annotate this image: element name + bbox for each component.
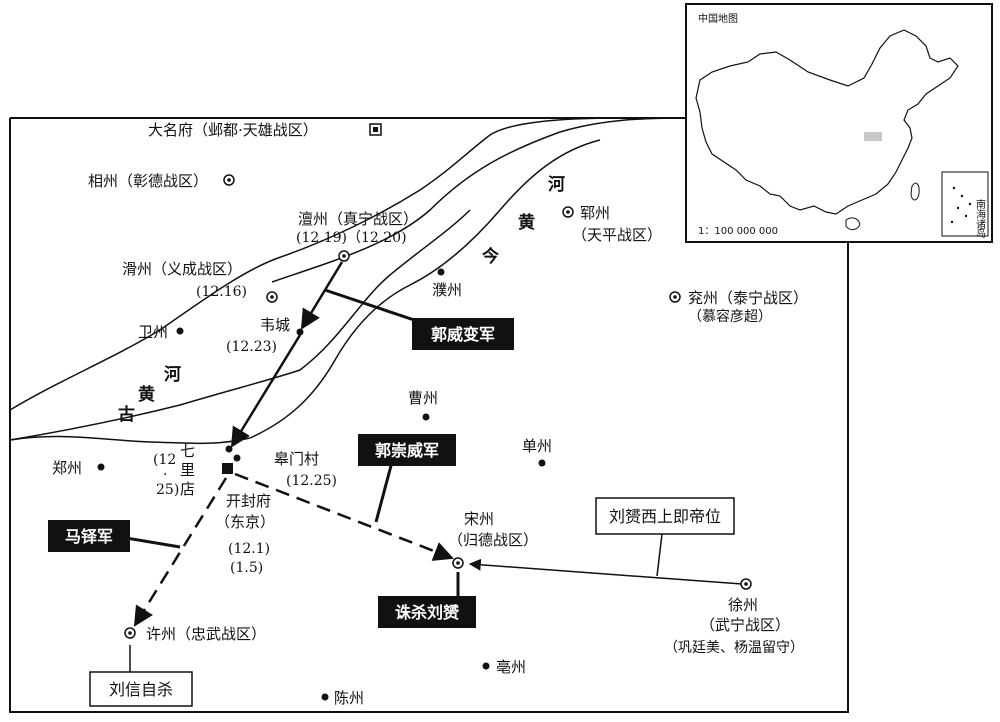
river-channel-west (9, 435, 251, 445)
label-yanzhou-person: （慕容彦超） (688, 308, 772, 325)
svg-text:郭威变军: 郭威变军 (431, 325, 495, 344)
label-puzhou: 濮州 (432, 281, 462, 299)
highlight-region (864, 132, 882, 141)
label-bozhou: 亳州 (496, 658, 526, 676)
label-kaifeng-alt: （东京） (215, 513, 275, 531)
callout-guochongwei: 郭崇威军 (358, 434, 456, 466)
label-chenzhou: 陈州 (334, 689, 364, 707)
dot-chenzhou (321, 693, 329, 701)
label-huazhou: 滑州（义成战区） (122, 260, 242, 278)
label-qilidian-3: 店 (180, 480, 195, 498)
connector-guochongwei (374, 461, 394, 523)
river-label-jin-2: 黄 (518, 212, 535, 233)
svg-text:诛杀刘赟: 诛杀刘赟 (395, 603, 459, 622)
label-kaifeng: 开封府 (226, 492, 271, 510)
route-kaifeng-songzhou (234, 472, 454, 561)
south-sea-label-1: 南 (976, 198, 986, 211)
svg-text:郭崇威军: 郭崇威军 (375, 441, 439, 460)
label-huazhou-date: (12.16) (196, 284, 247, 300)
present-yellow-river-bank-south (271, 117, 686, 283)
label-yanzhou: 兖州（泰宁战区） (688, 289, 808, 307)
dot-shanzhou (538, 459, 546, 467)
callout-zhusha: 诛杀刘赟 (378, 596, 476, 628)
south-sea-label-4: 岛 (976, 227, 986, 240)
label-kaifeng-d2: (1.5) (230, 560, 263, 576)
label-qilidian-1: 七 (180, 442, 195, 460)
label-songzhou-zone: （归德战区） (448, 531, 538, 549)
callout-liuyun: 刘赟西上即帝位 (595, 497, 735, 535)
label-xuzhou: 徐州 (728, 596, 758, 614)
dot-bozhou (482, 662, 490, 670)
connector-liuyun (656, 533, 663, 577)
river-label-gu-3: 河 (164, 365, 181, 385)
svg-text:刘信自杀: 刘信自杀 (109, 680, 173, 699)
dot-gaomen (233, 454, 241, 462)
river-channel-east (249, 139, 601, 439)
label-qilidian-2: 里 (180, 461, 195, 479)
label-shanzhou: 单州 (522, 437, 552, 455)
label-qilidian-d3: 25) (156, 482, 179, 498)
dot-qilidian (225, 445, 233, 453)
label-chanzhou-dates: (12.19)（12.20) (296, 230, 407, 246)
label-yunzhou-zone: （天平战区） (572, 226, 662, 244)
label-caozhou: 曹州 (408, 389, 438, 407)
river-label-jin-1: 河 (548, 175, 565, 195)
taiwan-outline (910, 182, 920, 201)
city-markers (97, 123, 752, 701)
south-sea-label-3: 诸 (976, 219, 986, 231)
inset-map: 中国地图 南 海 诸 岛 1：100 000 000 (685, 3, 993, 243)
label-daming: 大名府（邺都·天雄战区） (148, 121, 318, 139)
river-label-gu-1: 古 (118, 404, 135, 425)
marker-kaifeng (222, 463, 233, 474)
china-outline (695, 29, 959, 215)
dot-zhengzhou (97, 463, 105, 471)
dot-caozhou (422, 413, 430, 421)
south-sea-box (941, 171, 989, 237)
route-chanzhou-weicheng (300, 261, 344, 330)
river-label-gu-2: 黄 (138, 384, 155, 405)
label-chanzhou: 澶州（真宁战区） (298, 210, 418, 228)
present-yellow-river-bank-north (277, 117, 685, 259)
label-songzhou: 宋州 (464, 510, 494, 528)
ancient-yellow-river-bank-south (9, 209, 471, 441)
label-zhengzhou: 郑州 (52, 459, 82, 477)
ancient-yellow-river-bank-north (9, 257, 279, 411)
label-xiangzhou: 相州（彰德战区） (88, 172, 208, 190)
inset-scale: 1：100 000 000 (698, 226, 778, 237)
river-label-jin-3: 今 (482, 246, 499, 267)
callout-guowei: 郭威变军 (412, 318, 514, 350)
callout-maduo: 马铎军 (48, 520, 130, 552)
label-qilidian-d1: (12 (153, 452, 176, 468)
label-gaomen-date: (12.25) (286, 473, 337, 489)
map-frame (9, 117, 849, 713)
callout-liuxin: 刘信自杀 (89, 671, 193, 707)
dot-weicheng (296, 328, 304, 336)
label-weizhou: 卫州 (138, 323, 168, 341)
hainan-outline (845, 217, 861, 231)
route-weicheng-qilidian (230, 334, 302, 448)
label-xuzhou-zone: （武宁战区） (700, 616, 790, 634)
inset-title: 中国地图 (698, 12, 738, 25)
label-yunzhou: 郓州 (580, 204, 610, 222)
svg-text:刘赟西上即帝位: 刘赟西上即帝位 (609, 507, 721, 526)
label-weicheng-date: (12.23) (226, 339, 277, 355)
route-kaifeng-xuzhou (133, 477, 228, 627)
label-xuzhou2: 许州（忠武战区） (146, 625, 266, 643)
label-qilidian-d2: · (163, 467, 167, 483)
connector-guowei (324, 288, 421, 324)
label-kaifeng-d1: (12.1) (228, 541, 270, 557)
label-xuzhou-note: （巩廷美、杨温留守） (664, 640, 804, 656)
dot-puzhou (437, 268, 445, 276)
label-weicheng: 韦城 (260, 316, 290, 334)
dot-weizhou (176, 327, 184, 335)
route-xuzhou-songzhou (468, 558, 743, 585)
svg-text:马铎军: 马铎军 (65, 527, 113, 546)
label-gaomen: 皋门村 (274, 450, 319, 468)
south-sea-label-2: 海 (976, 208, 986, 221)
